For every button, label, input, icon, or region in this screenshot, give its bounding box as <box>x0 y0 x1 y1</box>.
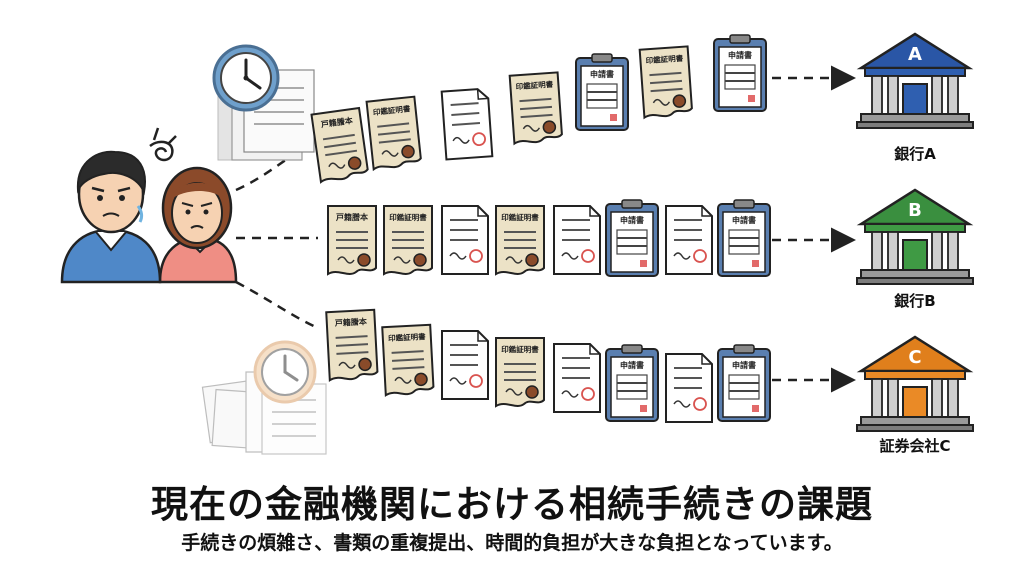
clock-paper-top <box>212 44 315 161</box>
application-clipboard-icon: 申請書 <box>605 199 659 277</box>
woman-figure <box>158 166 238 284</box>
clock-icon <box>212 44 280 112</box>
red-seal-icon <box>581 249 595 263</box>
inkan-certificate-icon: 印鑑証明書 <box>381 323 435 398</box>
red-seal-icon <box>581 387 595 401</box>
red-seal-icon <box>693 249 707 263</box>
bank-label-a: 銀行A <box>894 145 936 163</box>
inkan-label: 印鑑証明書 <box>501 344 539 354</box>
shinsei-label: 申請書 <box>620 215 644 225</box>
seal-stamp-icon <box>347 156 362 170</box>
shinsei-label: 申請書 <box>732 215 756 225</box>
plain-document-icon <box>441 330 489 400</box>
document-rows: 戸籍謄本印鑑証明書印鑑証明書申請書印鑑証明書申請書戸籍謄本印鑑証明書印鑑証明書申… <box>310 34 856 423</box>
seal-stamp-icon <box>358 357 372 372</box>
bank-label-c: 証券会社C <box>879 437 951 455</box>
inkan-label: 印鑑証明書 <box>501 212 539 222</box>
shinsei-label: 申請書 <box>620 360 644 370</box>
application-clipboard-icon: 申請書 <box>717 199 771 277</box>
worried-couple-illustration <box>60 127 238 284</box>
shinsei-label: 申請書 <box>590 69 614 79</box>
bank-building-icon-a: A <box>856 32 974 129</box>
flow-lines <box>235 138 319 330</box>
main-title: 現在の金融機関における相続手続きの課題 <box>151 483 873 526</box>
inkan-certificate-icon: 印鑑証明書 <box>383 205 433 276</box>
document-row-1: 戸籍謄本印鑑証明書印鑑証明書申請書印鑑証明書申請書 <box>310 34 856 184</box>
plain-document-icon <box>665 353 713 423</box>
koseki-label: 戸籍謄本 <box>336 212 368 222</box>
inkan-certificate-icon: 印鑑証明書 <box>508 71 563 146</box>
seal-stamp-icon <box>672 94 687 108</box>
application-clipboard-icon: 申請書 <box>575 53 629 131</box>
seal-stamp-icon <box>401 144 415 159</box>
inkan-label: 印鑑証明書 <box>388 331 426 343</box>
koseki-document-icon: 戸籍謄本 <box>310 106 369 184</box>
bank-letter: A <box>908 44 922 65</box>
flow-line-c <box>235 280 319 330</box>
plain-document-icon <box>440 88 494 161</box>
seal-stamp-icon <box>357 253 371 267</box>
inkan-certificate-icon: 印鑑証明書 <box>365 95 422 172</box>
bank-letter: C <box>908 347 921 368</box>
document-row-3: 戸籍謄本印鑑証明書印鑑証明書申請書申請書 <box>325 308 856 423</box>
bank-letter: B <box>908 200 922 221</box>
stress-swirl-icon <box>149 127 177 162</box>
shinsei-label: 申請書 <box>728 50 752 60</box>
plain-document-icon <box>441 205 489 275</box>
red-seal-icon <box>469 374 483 388</box>
inkan-certificate-icon: 印鑑証明書 <box>495 205 545 276</box>
bank-building-icon-c: C <box>856 335 974 432</box>
seal-stamp-icon <box>542 120 557 134</box>
inkan-label: 印鑑証明書 <box>389 212 427 222</box>
koseki-document-icon: 戸籍謄本 <box>325 308 379 383</box>
inkan-certificate-icon: 印鑑証明書 <box>638 45 693 120</box>
plain-document-icon <box>665 205 713 275</box>
inkan-certificate-icon: 印鑑証明書 <box>495 337 545 408</box>
man-figure <box>60 150 162 284</box>
red-seal-icon <box>693 397 707 411</box>
inkan-label: 印鑑証明書 <box>645 53 684 66</box>
document-row-2: 戸籍謄本 印鑑証明書 印鑑証明書 申請書 申請書 <box>327 199 856 277</box>
seal-stamp-icon <box>413 253 427 267</box>
seal-stamp-icon <box>525 253 539 267</box>
koseki-label: 戸籍謄本 <box>335 316 367 328</box>
bank-icons: A B C <box>856 32 974 432</box>
bank-building-icon-b: B <box>856 188 974 285</box>
bank-label-b: 銀行B <box>894 292 936 310</box>
clock-paper-bottom <box>201 340 327 455</box>
application-clipboard-icon: 申請書 <box>605 344 659 422</box>
application-clipboard-icon: 申請書 <box>713 34 767 112</box>
application-clipboard-icon: 申請書 <box>717 344 771 422</box>
red-seal-icon <box>472 132 486 147</box>
red-seal-icon <box>469 249 483 263</box>
seal-stamp-icon <box>414 372 428 387</box>
inkan-label: 印鑑証明書 <box>515 79 554 92</box>
koseki-label: 戸籍謄本 <box>320 115 353 129</box>
clock-icon-faded <box>253 340 317 404</box>
koseki-document-icon: 戸籍謄本 <box>327 205 377 276</box>
seal-stamp-icon <box>525 385 539 399</box>
plain-document-icon <box>553 205 601 275</box>
subtitle: 手続きの煩雑さ、書類の重複提出、時間的負担が大きな負担となっています。 <box>181 532 843 554</box>
plain-document-icon <box>553 343 601 413</box>
inkan-label: 印鑑証明書 <box>372 103 411 117</box>
shinsei-label: 申請書 <box>732 360 756 370</box>
